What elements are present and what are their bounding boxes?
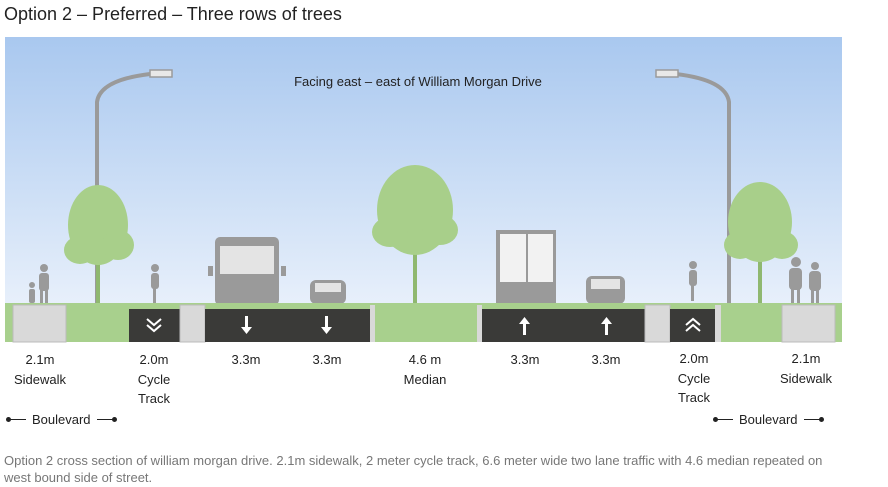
bus-icon [208,237,286,305]
median-curb-left [370,305,375,342]
median-curb-right [477,305,482,342]
truck-icon [496,230,556,305]
pedestrians-right-icon [789,257,821,303]
figure-caption: Option 2 cross section of william morgan… [4,453,823,485]
tree-median-icon [372,165,458,305]
car-right-icon [586,276,625,304]
curb-left [179,304,206,343]
cyclist-right-icon [689,261,697,301]
sidewalk-left [12,304,67,343]
arrow-down-icon [241,316,252,334]
streetlight-left-icon [95,69,173,303]
streetlight-right-icon [655,69,731,303]
westbound-lanes [205,309,370,342]
curb-right [644,304,671,343]
tree-left-icon [64,185,134,305]
tree-right-icon [724,182,798,305]
segment-label-lane-2: 3.3m [312,352,342,367]
chevron-down-icon [146,318,162,333]
eastbound-lanes [482,309,645,342]
pedestrians-left-icon [29,264,49,303]
page-title: Option 2 – Preferred – Three rows of tre… [4,4,342,24]
segment-label-lane-1: 3.3m [231,352,261,367]
arrow-down-icon [321,316,332,334]
diagram-heading: Facing east – east of William Morgan Dri… [294,74,542,89]
arrow-up-icon [601,317,612,335]
curb-right-inner [715,305,721,342]
arrow-up-icon [519,317,530,335]
segment-label-lane-3: 3.3m [510,352,540,367]
car-left-icon [310,280,346,304]
boulevard-left-marker: Boulevard [6,412,117,427]
boulevard-right-marker: Boulevard [713,412,824,427]
cyclist-left-icon [151,264,159,304]
chevron-up-icon [685,317,701,332]
segment-label-lane-4: 3.3m [591,352,621,367]
sidewalk-right [781,304,836,343]
